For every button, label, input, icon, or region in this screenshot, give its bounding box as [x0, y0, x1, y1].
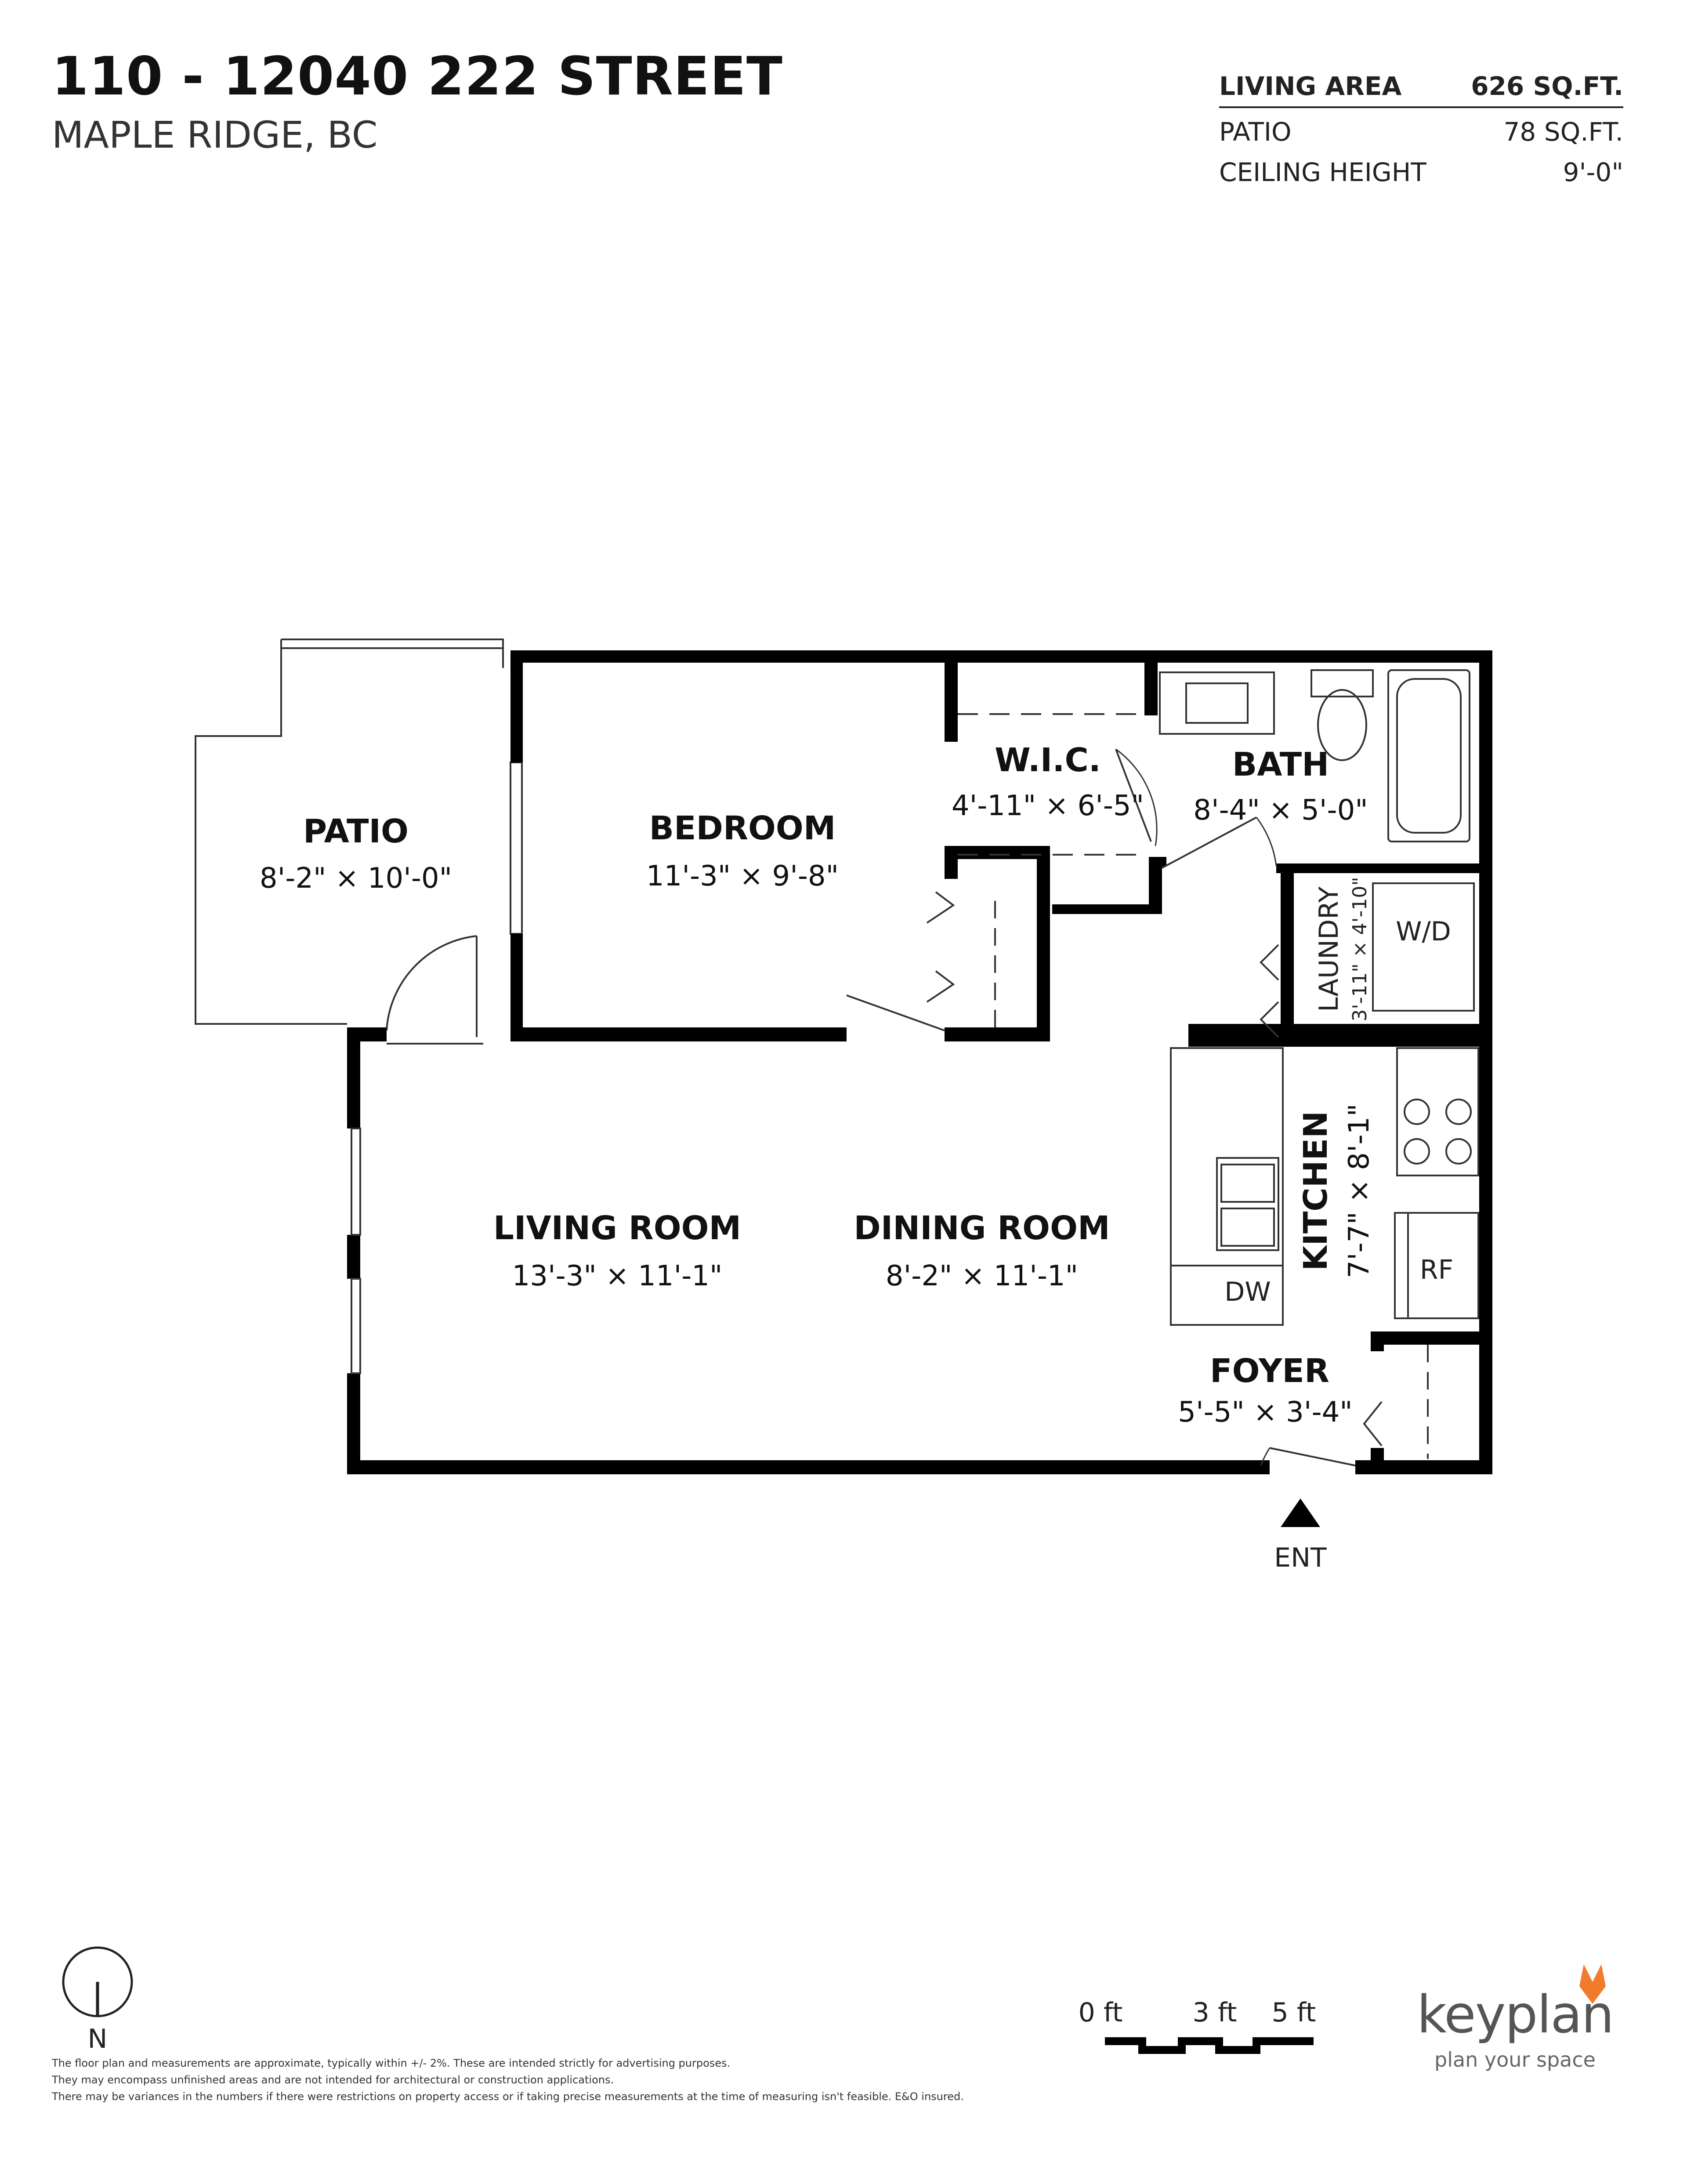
- stat-row-ceiling-height: CEILING HEIGHT 9'-0": [1219, 152, 1623, 192]
- wic-label: W.I.C.: [995, 741, 1101, 779]
- kitchen-fixtures: [1170, 1047, 1479, 1326]
- laundry-dims: 3'-11" × 4'-10": [1349, 877, 1371, 1021]
- refrigerator: [1394, 1212, 1479, 1319]
- patio-door: [386, 935, 478, 1037]
- bath-fixtures: [1159, 669, 1470, 842]
- doors: [846, 713, 1429, 1466]
- bedroom-label: BEDROOM: [649, 809, 836, 847]
- kitchen-sink: [1216, 1157, 1279, 1251]
- north-compass-icon: [62, 1946, 133, 2017]
- stat-row-patio: PATIO 78 SQ.FT.: [1219, 112, 1623, 152]
- scale-label-0: 0 ft: [1079, 1997, 1123, 2028]
- bath-dims: 8'-4" × 5'-0": [1193, 794, 1368, 827]
- bathtub: [1387, 669, 1470, 842]
- vanity: [1159, 671, 1275, 735]
- property-address: 110 - 12040 222 STREET: [52, 46, 783, 107]
- patio-label: PATIO: [303, 813, 409, 850]
- sink-basin: [1185, 682, 1249, 724]
- kitchen-label: KITCHEN: [1297, 1111, 1335, 1271]
- north-label: N: [88, 2024, 108, 2054]
- dining-room-label: DINING ROOM: [854, 1209, 1110, 1247]
- bedroom-window: [510, 762, 523, 935]
- disclaimer-line: There may be variances in the numbers if…: [52, 2090, 964, 2103]
- disclaimer: The floor plan and measurements are appr…: [52, 2055, 1062, 2105]
- washer-dryer: [1372, 882, 1475, 1012]
- patio-outline: [195, 639, 504, 1045]
- dining-room-dims: 8'-2" × 11'-1": [886, 1260, 1078, 1292]
- stat-label: LIVING AREA: [1219, 71, 1402, 101]
- entrance-label: ENT: [1274, 1542, 1327, 1573]
- foyer-label: FOYER: [1210, 1352, 1329, 1390]
- bath-label: BATH: [1232, 746, 1329, 784]
- stat-value: 78 SQ.FT.: [1503, 117, 1623, 147]
- stat-label: PATIO: [1219, 117, 1292, 147]
- toilet-bowl: [1317, 689, 1367, 761]
- bedroom-dims: 11'-3" × 9'-8": [646, 860, 839, 892]
- scale-bar: [1105, 2037, 1314, 2054]
- bathtub-inner: [1396, 678, 1462, 834]
- washer-dryer-label: W/D: [1396, 916, 1451, 947]
- living-room-label: LIVING ROOM: [493, 1209, 741, 1247]
- brand-name: keyplan: [1417, 1984, 1614, 2045]
- toilet-tank: [1311, 669, 1374, 697]
- exterior-walls: [347, 650, 1492, 1474]
- laundry-label: LAUNDRY: [1314, 886, 1344, 1012]
- scale-label-3: 3 ft: [1193, 1997, 1237, 2028]
- stat-label: CEILING HEIGHT: [1219, 157, 1426, 187]
- disclaimer-line: The floor plan and measurements are appr…: [52, 2057, 731, 2069]
- keyplan-fox-logo-icon: [1579, 1964, 1606, 2004]
- disclaimer-line: They may encompass unfinished areas and …: [52, 2074, 614, 2086]
- brand-tagline: plan your space: [1434, 2048, 1596, 2072]
- wic-dims: 4'-11" × 6'-5": [952, 790, 1144, 822]
- stat-value: 626 SQ.FT.: [1471, 71, 1623, 101]
- property-city: MAPLE RIDGE, BC: [52, 113, 378, 156]
- stat-value: 9'-0": [1563, 157, 1623, 187]
- entrance-arrow-icon: [1281, 1498, 1320, 1527]
- dishwasher: [1170, 1265, 1284, 1326]
- kitchen-dims: 7'-7" × 8'-1": [1343, 1103, 1376, 1278]
- living-room-windows: [351, 1128, 361, 1374]
- living-room-dims: 13'-3" × 11'-1": [512, 1260, 723, 1292]
- dishwasher-label: DW: [1224, 1277, 1271, 1307]
- scale-label-5: 5 ft: [1272, 1997, 1316, 2028]
- foyer-dims: 5'-5" × 3'-4": [1178, 1396, 1352, 1429]
- stat-row-living-area: LIVING AREA 626 SQ.FT.: [1219, 66, 1623, 108]
- interior-walls: [945, 663, 1481, 1461]
- fridge-label: RF: [1420, 1255, 1453, 1285]
- patio-dims: 8'-2" × 10'-0": [260, 862, 452, 895]
- stove: [1396, 1047, 1479, 1176]
- area-stats-table: LIVING AREA 626 SQ.FT. PATIO 78 SQ.FT. C…: [1219, 66, 1623, 192]
